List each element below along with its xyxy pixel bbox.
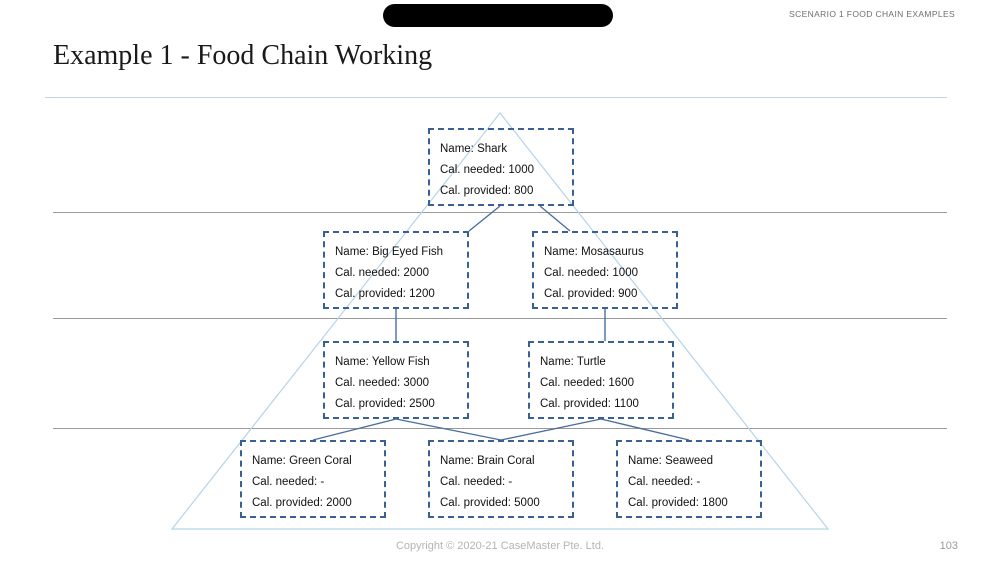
edge-brain-coral-to-turtle	[500, 418, 602, 441]
node-name: Name: Mosasaurus	[544, 246, 644, 258]
node-cal-needed: Cal. needed: 1600	[540, 377, 634, 389]
redaction-bar	[383, 4, 613, 27]
node-cal-needed: Cal. needed: 2000	[335, 267, 429, 279]
level-divider-1	[53, 212, 947, 213]
edge-seaweed-to-turtle	[600, 418, 690, 441]
title-divider	[45, 97, 947, 98]
node-name: Name: Yellow Fish	[335, 356, 430, 368]
edge-green-coral-to-yellow-fish	[312, 418, 397, 441]
node-name: Name: Turtle	[540, 356, 606, 368]
node-big-eyed-fish[interactable]: Name: Big Eyed Fish Cal. needed: 2000 Ca…	[323, 231, 469, 309]
node-cal-provided: Cal. provided: 1800	[628, 497, 728, 509]
node-seaweed[interactable]: Name: Seaweed Cal. needed: - Cal. provid…	[616, 440, 762, 518]
node-turtle[interactable]: Name: Turtle Cal. needed: 1600 Cal. prov…	[528, 341, 674, 419]
footer-copyright: Copyright © 2020-21 CaseMaster Pte. Ltd.	[395, 540, 605, 552]
node-cal-provided: Cal. provided: 2500	[335, 398, 435, 410]
edge-mosasaurus-to-shark	[539, 205, 571, 232]
edge-brain-coral-to-yellow-fish	[395, 418, 502, 441]
node-cal-needed: Cal. needed: 1000	[544, 267, 638, 279]
node-cal-needed: Cal. needed: -	[252, 476, 325, 488]
level-divider-3	[53, 428, 947, 429]
node-shark[interactable]: Name: Shark Cal. needed: 1000 Cal. provi…	[428, 128, 574, 206]
page-title: Example 1 - Food Chain Working	[53, 40, 433, 71]
page-number: 103	[939, 540, 958, 552]
node-cal-needed: Cal. needed: 1000	[440, 164, 534, 176]
edge-big-eyed-fish-to-shark	[468, 205, 501, 232]
node-brain-coral[interactable]: Name: Brain Coral Cal. needed: - Cal. pr…	[428, 440, 574, 518]
node-name: Name: Green Coral	[252, 455, 352, 467]
node-yellow-fish[interactable]: Name: Yellow Fish Cal. needed: 3000 Cal.…	[323, 341, 469, 419]
node-cal-needed: Cal. needed: -	[628, 476, 701, 488]
node-name: Name: Big Eyed Fish	[335, 246, 444, 258]
node-cal-provided: Cal. provided: 800	[440, 185, 534, 197]
node-mosasaurus[interactable]: Name: Mosasaurus Cal. needed: 1000 Cal. …	[532, 231, 678, 309]
node-cal-provided: Cal. provided: 5000	[440, 497, 540, 509]
header-eyebrow: SCENARIO 1 FOOD CHAIN EXAMPLES	[789, 9, 955, 19]
level-divider-2	[53, 318, 947, 319]
node-name: Name: Seaweed	[628, 455, 714, 467]
node-cal-provided: Cal. provided: 1100	[540, 398, 639, 410]
node-cal-needed: Cal. needed: -	[440, 476, 513, 488]
node-name: Name: Shark	[440, 143, 508, 155]
node-cal-provided: Cal. provided: 1200	[335, 288, 435, 300]
node-green-coral[interactable]: Name: Green Coral Cal. needed: - Cal. pr…	[240, 440, 386, 518]
node-name: Name: Brain Coral	[440, 455, 535, 467]
node-cal-needed: Cal. needed: 3000	[335, 377, 429, 389]
node-cal-provided: Cal. provided: 900	[544, 288, 638, 300]
node-cal-provided: Cal. provided: 2000	[252, 497, 352, 509]
